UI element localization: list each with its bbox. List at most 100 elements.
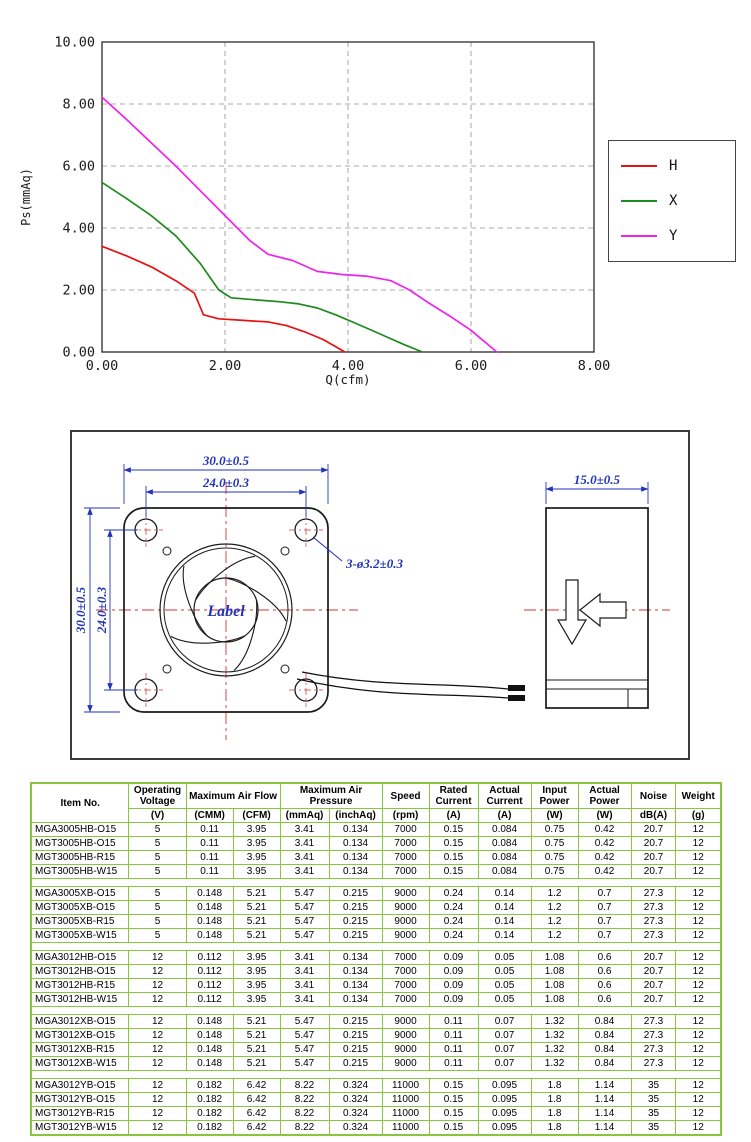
value-cell: 0.15 [428,1120,479,1136]
col-header-input-power: Input Power [530,782,579,809]
value-cell: 0.182 [185,1092,234,1107]
value-cell: 0.095 [477,1078,532,1093]
value-cell: 3.41 [279,836,330,851]
value-cell: 0.182 [185,1120,234,1136]
value-cell: 0.05 [477,992,532,1007]
col-header-weight: Weight [675,782,722,809]
value-cell: 5 [128,864,187,879]
value-cell: 1.2 [530,900,579,915]
value-cell: 1.32 [530,1042,579,1057]
item-no-cell: MGA3012HB-O15 [30,950,130,965]
value-cell: 0.24 [428,900,479,915]
value-cell: 6.42 [232,1078,281,1093]
value-cell: 27.3 [630,1042,677,1057]
value-cell: 0.215 [328,928,383,943]
group-separator-row [30,942,722,951]
value-cell: 0.148 [185,1014,234,1029]
dim-depth: 15.0±0.5 [574,472,621,487]
value-cell: 9000 [381,1028,430,1043]
value-cell: 0.75 [530,836,579,851]
value-cell: 8.22 [279,1092,330,1107]
value-cell: 5.47 [279,1028,330,1043]
value-cell: 0.75 [530,850,579,865]
value-cell: 5.47 [279,1056,330,1071]
value-cell: 9000 [381,1056,430,1071]
value-cell: 12 [128,950,187,965]
value-cell: 0.112 [185,950,234,965]
value-cell: 12 [675,914,722,929]
unit-cell: (CFM) [232,808,281,823]
item-no-cell: MGT3012HB-W15 [30,992,130,1007]
value-cell: 3.41 [279,978,330,993]
item-no-cell: MGT3012YB-R15 [30,1106,130,1121]
item-no-cell: MGT3012XB-R15 [30,1042,130,1057]
value-cell: 12 [675,864,722,879]
value-cell: 5.47 [279,1014,330,1029]
value-cell: 0.112 [185,992,234,1007]
item-no-cell: MGA3005XB-O15 [30,886,130,901]
value-cell: 3.41 [279,964,330,979]
legend-item-y: Y [621,228,723,244]
value-cell: 1.14 [577,1092,632,1107]
value-cell: 0.095 [477,1120,532,1136]
value-cell: 12 [675,886,722,901]
y-tick-label: 10.00 [54,35,95,51]
value-cell: 0.15 [428,1078,479,1093]
item-no-cell: MGA3005HB-O15 [30,822,130,837]
value-cell: 0.07 [477,1056,532,1071]
value-cell: 6.42 [232,1106,281,1121]
value-cell: 20.7 [630,950,677,965]
value-cell: 7000 [381,836,430,851]
value-cell: 5.47 [279,900,330,915]
value-cell: 5.47 [279,928,330,943]
unit-cell: (g) [675,808,722,823]
value-cell: 1.08 [530,950,579,965]
value-cell: 12 [675,1120,722,1136]
value-cell: 0.084 [477,864,532,879]
value-cell: 0.05 [477,978,532,993]
item-no-cell: MGT3012HB-R15 [30,978,130,993]
value-cell: 5.47 [279,886,330,901]
series-line-X [101,181,424,353]
value-cell: 12 [675,1028,722,1043]
value-cell: 0.148 [185,914,234,929]
value-cell: 0.134 [328,950,383,965]
value-cell: 0.148 [185,1042,234,1057]
item-no-cell: MGT3005XB-R15 [30,914,130,929]
value-cell: 1.8 [530,1106,579,1121]
col-header-rated-current: Rated Current [428,782,479,809]
spec-table-header: Item No. Operating Voltage Maximum Air F… [30,782,722,823]
value-cell: 12 [128,1120,187,1136]
value-cell: 9000 [381,1042,430,1057]
legend-label: H [669,158,678,175]
item-no-cell: MGT3012YB-O15 [30,1092,130,1107]
value-cell: 5.21 [232,886,281,901]
value-cell: 5.21 [232,1014,281,1029]
value-cell: 12 [128,992,187,1007]
value-cell: 0.14 [477,914,532,929]
value-cell: 12 [675,1056,722,1071]
value-cell: 12 [128,1106,187,1121]
dim-width-outer: 30.0±0.5 [202,453,250,468]
value-cell: 12 [675,1078,722,1093]
value-cell: 1.32 [530,1014,579,1029]
dimensions: 30.0±0.5 24.0±0.3 30.0±0.5 24.0±0.3 15.0… [73,453,649,713]
value-cell: 1.08 [530,978,579,993]
x-tick-label: 0.00 [86,358,119,374]
value-cell: 11000 [381,1078,430,1093]
value-cell: 12 [675,950,722,965]
value-cell: 1.14 [577,1120,632,1136]
item-no-cell: MGT3012XB-W15 [30,1056,130,1071]
unit-cell: (inchAq) [328,808,383,823]
item-no-cell: MGT3012XB-O15 [30,1028,130,1043]
value-cell: 11000 [381,1120,430,1136]
value-cell: 0.05 [477,950,532,965]
value-cell: 0.182 [185,1106,234,1121]
value-cell: 0.215 [328,1056,383,1071]
impeller-rim-inner [163,547,289,673]
